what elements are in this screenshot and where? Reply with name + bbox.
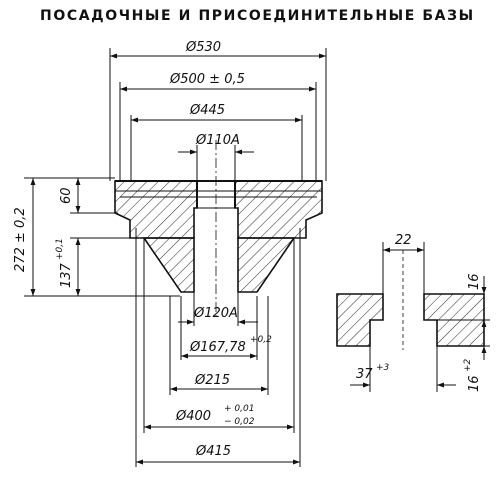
page-title: ПОСАДОЧНЫЕ И ПРИСОЕДИНИТЕЛЬНЫЕ БАЗЫ [40,8,475,24]
dim-d500: Ø500 ± 0,5 [169,72,245,87]
dim-d110: Ø110A [195,133,240,148]
dim-slot-37: 37 [356,367,373,382]
slot-left-hatch [336,293,384,347]
dim-d167: Ø167,78 [189,340,246,355]
main-part-section [114,140,323,318]
dim-slot-16: 16 [467,273,482,290]
dim-d445: Ø445 [189,103,225,118]
dim-d215: Ø215 [194,373,230,388]
dim-137: 137 [59,262,74,288]
bottom-dimensions: Ø120A Ø167,78 +0,2 Ø215 Ø400 + 0,01 − 0,… [135,228,301,467]
dim-272: 272 ± 0,2 [13,207,28,272]
dim-d530: Ø530 [185,40,221,55]
dim-137-tol: +0,1 [55,238,65,260]
dim-d120: Ø120A [193,306,238,321]
dim-d400-tol-lower: − 0,02 [224,417,255,427]
hub-left-hatch [142,237,195,293]
flange-right-hatch [234,180,323,239]
vertical-dimensions: 272 ± 0,2 60 137 +0,1 [13,177,180,297]
dim-slot-37-tol: +3 [376,363,390,373]
dim-d167-tol: +0,2 [250,335,272,345]
dim-60: 60 [59,187,74,204]
dim-d415: Ø415 [195,444,231,459]
dim-slot-16b-tol: +2 [463,358,473,372]
dim-slot-16b: 16 [467,375,482,392]
t-slot-detail: 22 16 37 +3 16 +2 [336,233,490,392]
dim-d400: Ø400 [175,409,211,424]
dim-d400-tol-upper: + 0,01 [224,404,254,414]
flange-left-hatch [114,180,198,239]
dim-slot-22: 22 [395,233,412,248]
hub-right-hatch [237,237,296,293]
top-dimensions: Ø530 Ø500 ± 0,5 Ø445 Ø110A [109,40,327,181]
